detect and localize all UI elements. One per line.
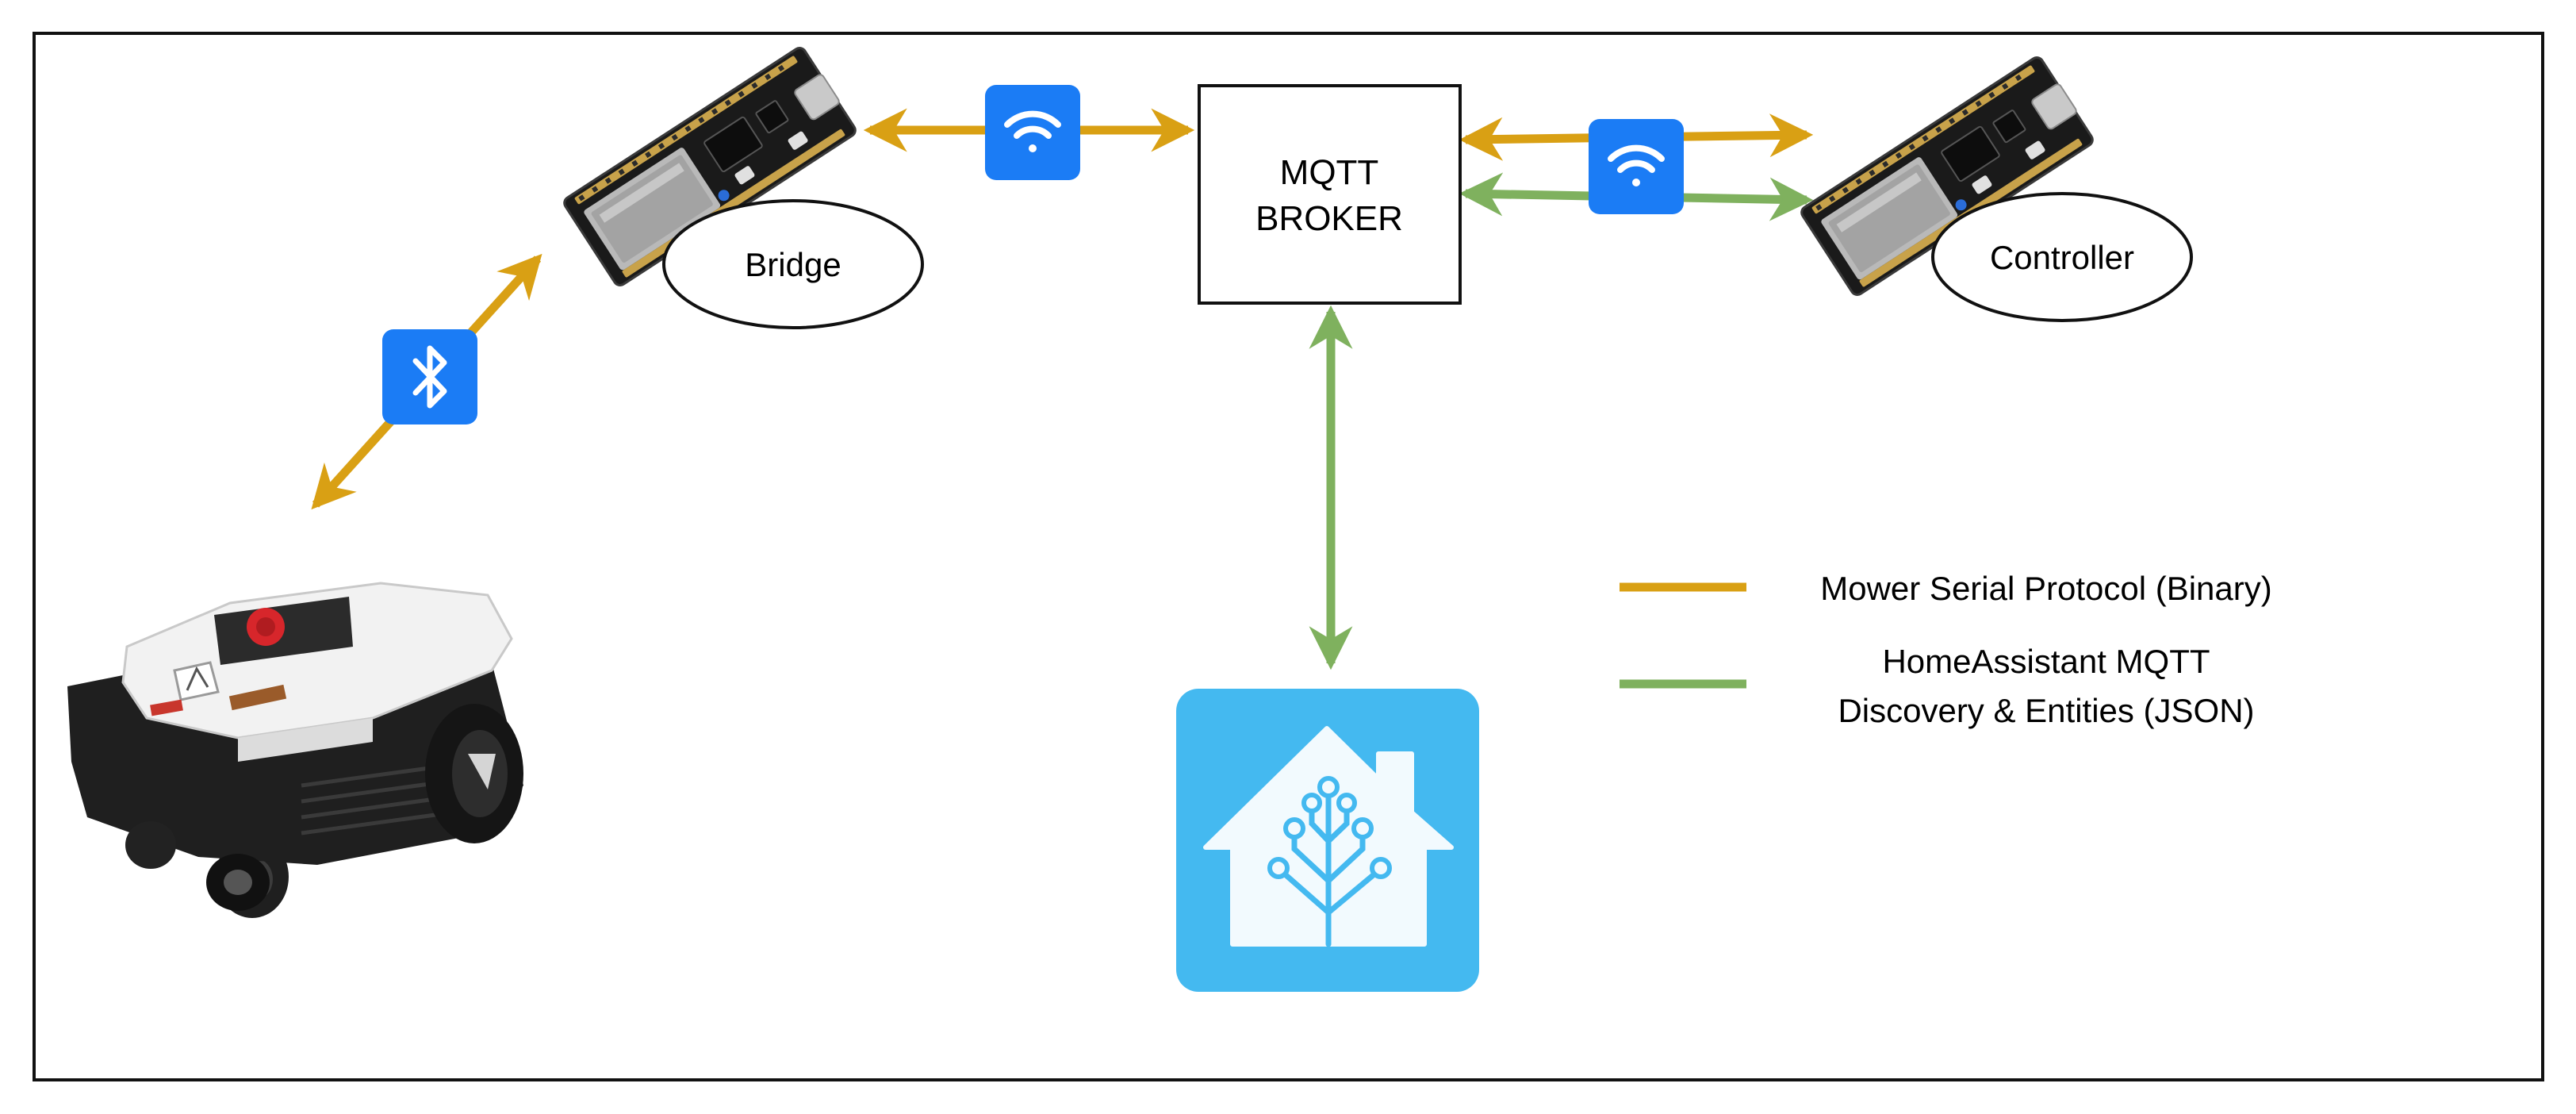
- bridge-label: Bridge: [745, 246, 841, 283]
- legend-mqtt-label-line1: HomeAssistant MQTT: [1882, 643, 2210, 680]
- wifi-badge-bridge: [985, 85, 1080, 180]
- wifi-icon: [1004, 110, 1061, 152]
- legend-serial-label: Mower Serial Protocol (Binary): [1820, 570, 2272, 607]
- bridge-node: Bridge: [561, 43, 924, 329]
- controller-node: Controller: [1798, 52, 2193, 322]
- broker-label-line2: BROKER: [1255, 199, 1403, 238]
- broker-label-line1: MQTT: [1280, 153, 1379, 192]
- bridge-label-bubble: [662, 199, 924, 329]
- legend-mqtt-label-line2: Discovery & Entities (JSON): [1838, 692, 2254, 729]
- bluetooth-badge: [382, 329, 477, 424]
- controller-label-bubble: [1931, 192, 2193, 322]
- legend: Mower Serial Protocol (Binary) HomeAssis…: [1620, 570, 2272, 729]
- bluetooth-icon: [412, 345, 447, 409]
- controller-label: Controller: [1990, 239, 2134, 276]
- home-assistant-node: [1176, 689, 1479, 992]
- mqtt-broker-node: MQTT BROKER: [1198, 84, 1462, 305]
- wifi-badge-controller: [1589, 119, 1684, 214]
- robot-mower-image: [67, 582, 523, 918]
- wifi-icon: [1608, 144, 1665, 186]
